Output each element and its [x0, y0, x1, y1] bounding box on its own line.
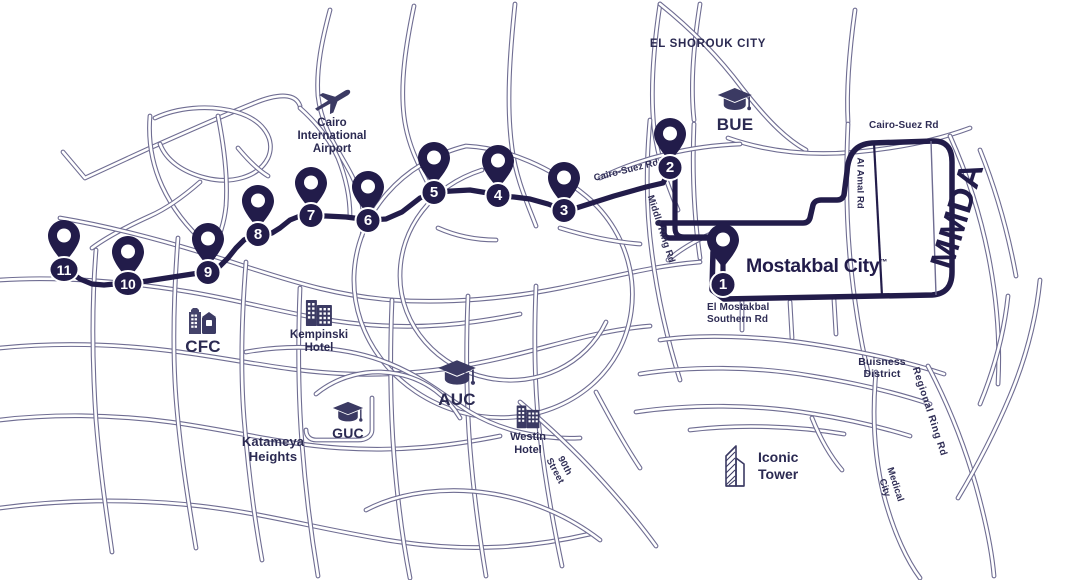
- poi-bue[interactable]: BUE: [717, 86, 754, 134]
- map-pin-icon: [418, 142, 450, 186]
- route-pin-number: 11: [48, 256, 80, 283]
- road-label-al-amal-rd: Al Amal Rd: [854, 157, 866, 209]
- map-pin-icon: [548, 162, 580, 206]
- route-pin-number: 3: [550, 197, 578, 224]
- poi-guc[interactable]: GUC: [332, 400, 364, 442]
- graduation-cap-icon: [332, 401, 364, 422]
- road-label-cairo-suez-rd-east: Cairo-Suez Rd: [869, 120, 939, 131]
- route-pin-number: 1: [709, 271, 737, 298]
- route-pin-number: 2: [656, 154, 684, 181]
- map-pin-icon: [192, 223, 224, 267]
- poi-label: CFC: [185, 337, 221, 356]
- poi-cfc[interactable]: CFC: [183, 306, 223, 356]
- mall-icon: [189, 308, 216, 334]
- airplane-icon: [314, 89, 350, 115]
- map-pin-icon: [242, 185, 274, 229]
- tower-icon: [725, 445, 745, 487]
- route-pin-number: 6: [354, 207, 382, 234]
- poi-label: BUE: [716, 115, 754, 134]
- graduation-cap-icon: [438, 360, 476, 385]
- area-label-katameya-heights: Katameya Heights: [241, 434, 305, 465]
- map-pin-icon: [654, 118, 686, 162]
- route-pin-number: 9: [194, 259, 222, 286]
- poi-label: Cairo International Airport: [297, 117, 367, 156]
- map-pin-icon: [707, 224, 739, 268]
- poi-cairo-international-airport[interactable]: Cairo International Airport: [297, 86, 367, 156]
- poi-label: Iconic Tower: [758, 449, 799, 482]
- map-pin-icon: [112, 236, 144, 280]
- poi-auc[interactable]: AUC: [437, 358, 477, 409]
- map-pin-icon: [295, 167, 327, 211]
- hotel-icon: [305, 300, 332, 326]
- poi-westin-hotel[interactable]: Westin Hotel: [510, 402, 546, 456]
- route-pin-number: 5: [420, 179, 448, 206]
- poi-label: Kempinski Hotel: [289, 329, 349, 355]
- poi-label: Westin Hotel: [510, 431, 546, 456]
- route-pin-number: 8: [244, 221, 272, 248]
- brand-mostakbal-city: Mostakbal City™: [746, 255, 887, 278]
- hotel-icon: [516, 405, 540, 429]
- map-pin-icon: [352, 171, 384, 215]
- map-pin-icon: [48, 220, 80, 264]
- poi-iconic-tower[interactable]: Iconic Tower: [716, 442, 798, 490]
- area-label-buisness-district: Buisness District: [858, 356, 906, 381]
- route-pin-number: 7: [297, 202, 325, 229]
- route-pin-number: 4: [484, 182, 512, 209]
- poi-kempinski-hotel[interactable]: Kempinski Hotel: [290, 296, 348, 355]
- poi-label: AUC: [438, 390, 476, 409]
- graduation-cap-icon: [718, 88, 752, 111]
- area-label-el-shorouk-city: EL SHOROUK CITY: [649, 38, 767, 50]
- brand-trademark: ™: [879, 257, 888, 267]
- poi-label: GUC: [332, 425, 364, 441]
- route-pin-number: 10: [112, 270, 144, 297]
- brand-name: Mostakbal City: [746, 255, 880, 277]
- road-label-el-mostakbal-southern-rd: El Mostakbal Southern Rd: [707, 302, 770, 325]
- map-pin-icon: [482, 145, 514, 189]
